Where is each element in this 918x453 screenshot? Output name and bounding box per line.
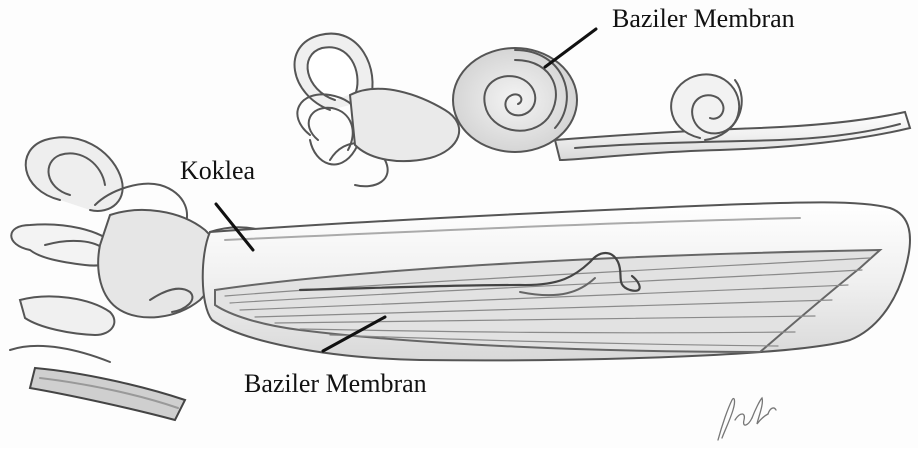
leader-top-membrane (545, 29, 596, 67)
bottom-vestibule (98, 210, 218, 317)
top-vestibule (350, 89, 459, 161)
artist-signature (718, 398, 776, 440)
bottom-bone-plate (30, 368, 185, 420)
label-top-basilar-membrane: Baziler Membran (612, 6, 795, 32)
label-bottom-basilar-membrane: Baziler Membran (244, 371, 427, 397)
top-inner-ear (295, 34, 910, 187)
bottom-inner-ear (10, 137, 910, 420)
label-cochlea: Koklea (180, 158, 255, 184)
top-cochlea-spiral (453, 48, 577, 152)
